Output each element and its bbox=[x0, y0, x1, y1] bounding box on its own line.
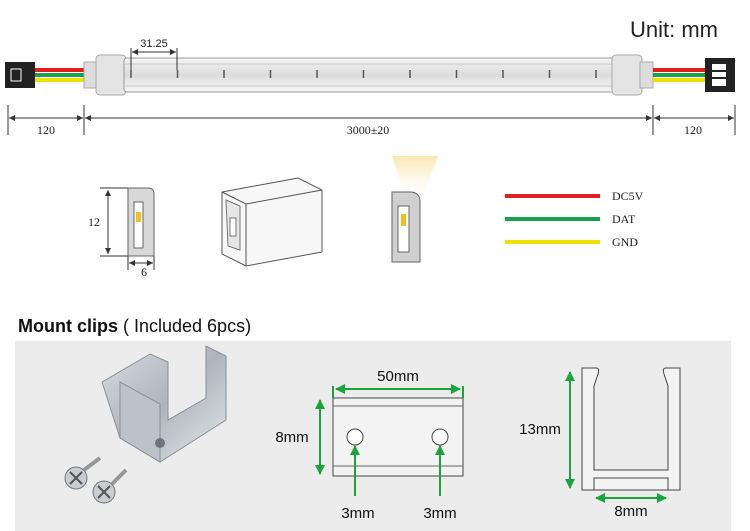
left-end-cap bbox=[83, 61, 98, 89]
right-end-sleeve bbox=[611, 54, 643, 96]
segment-pitch-dimension: 31.25 bbox=[130, 38, 178, 70]
profile-isometric bbox=[221, 177, 323, 267]
mount-title-rest: ( Included 6pcs) bbox=[118, 316, 252, 336]
mount-clips-title: Mount clips ( Included 6pcs) bbox=[18, 316, 251, 337]
strip-tube bbox=[123, 57, 615, 93]
segment-pitch-label: 31.25 bbox=[140, 38, 168, 50]
wire-legend-label: DAT bbox=[612, 212, 636, 226]
clip-height-label: 8mm bbox=[275, 429, 308, 446]
wire-legend-label: GND bbox=[612, 235, 638, 249]
side-height-label: 13mm bbox=[519, 421, 561, 438]
profile-height-label: 12 bbox=[88, 215, 100, 229]
screw-left-icon bbox=[64, 456, 102, 490]
profile-width-label: 6 bbox=[141, 265, 147, 279]
profile-lit bbox=[391, 156, 438, 263]
mount-title-bold: Mount clips bbox=[18, 316, 118, 336]
right-lead-length: 120 bbox=[684, 123, 702, 137]
hole-right-label: 3mm bbox=[423, 505, 456, 522]
left-end-sleeve bbox=[95, 54, 127, 96]
left-connector bbox=[5, 62, 35, 88]
strip-length: 3000±20 bbox=[347, 123, 390, 137]
segment-markers bbox=[130, 70, 597, 78]
clip-side-view: 13mm 8mm bbox=[519, 367, 681, 520]
unit-label: Unit: mm bbox=[630, 17, 718, 42]
wire-legend: DC5V DAT GND bbox=[505, 189, 644, 249]
profile-cross-section: 12 6 bbox=[88, 187, 155, 279]
wire-legend-label: DC5V bbox=[612, 189, 644, 203]
length-dimensions: 120 3000±20 120 bbox=[7, 105, 736, 137]
left-lead-length: 120 bbox=[37, 123, 55, 137]
clip-length-label: 50mm bbox=[377, 368, 419, 385]
hole-left-label: 3mm bbox=[341, 505, 374, 522]
inner-width-label: 8mm bbox=[614, 503, 647, 520]
led-strip bbox=[5, 54, 735, 96]
right-end-cap bbox=[639, 61, 654, 89]
mount-clip-illustration bbox=[101, 345, 227, 463]
screw-right-icon bbox=[92, 468, 128, 504]
clip-top-view: 50mm 8mm 3mm 3mm bbox=[275, 368, 464, 522]
